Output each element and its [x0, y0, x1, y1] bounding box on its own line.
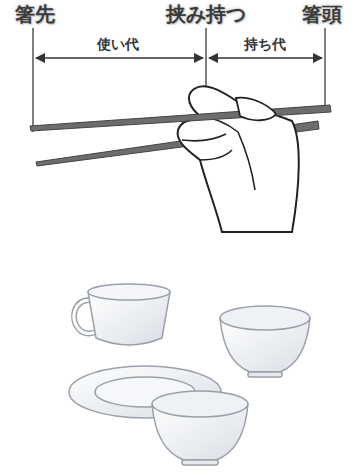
- tableware: [69, 284, 310, 465]
- dimension-label: 持ち代: [244, 37, 286, 52]
- part-label: 箸先: [15, 3, 55, 25]
- dimension-label: 使い代: [97, 37, 139, 52]
- chopstick: [30, 105, 331, 131]
- part-label: 挟み持つ: [166, 3, 246, 25]
- finger-lines: [182, 116, 255, 190]
- part-label: 箸頭: [302, 3, 342, 25]
- thumb: [236, 98, 276, 121]
- dimension-arrows: [36, 57, 322, 59]
